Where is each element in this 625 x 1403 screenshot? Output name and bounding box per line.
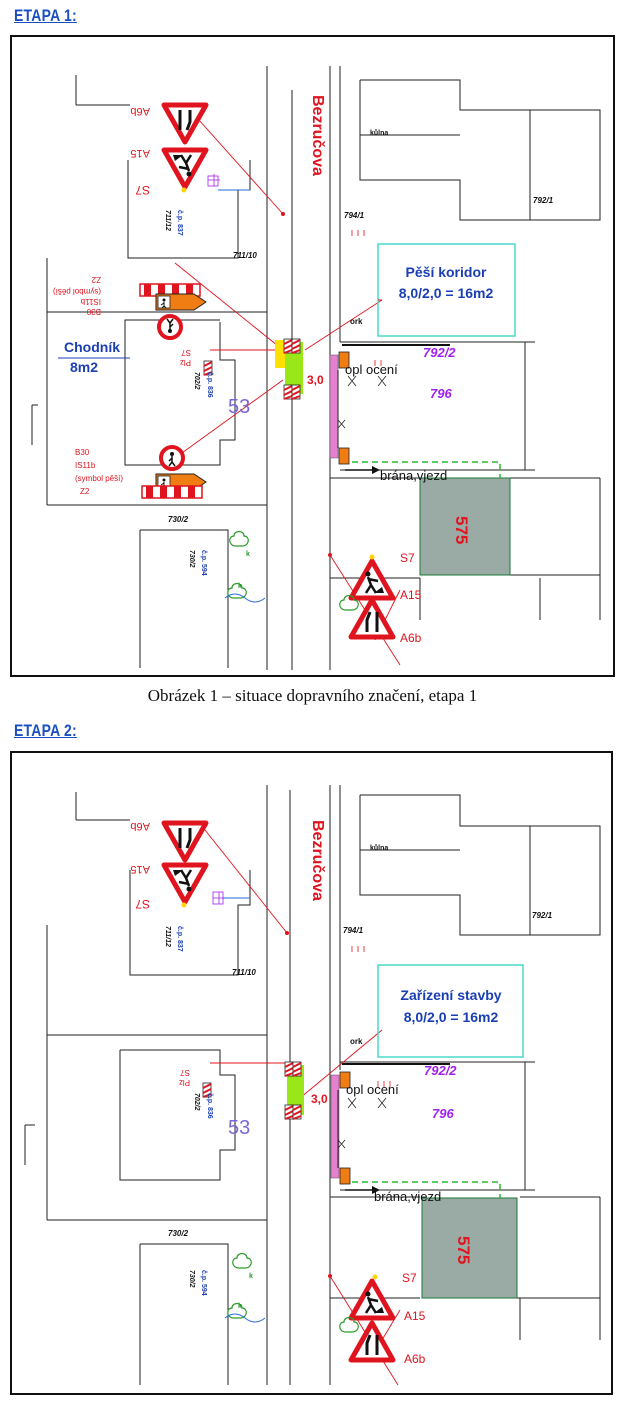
stage1-fence-label: opl ocení [345, 362, 398, 377]
stage1-parcel-796: 796 [430, 386, 452, 401]
stage1-sign-s7-right-label: S7 [400, 551, 415, 565]
stage2-parcel-730-2: 730/2 [168, 1229, 189, 1238]
stage1-sidewalk-line2: 8m2 [70, 359, 98, 375]
stage1-is11b-top: IS11b [80, 297, 101, 306]
stage1-tree-k2: k [238, 583, 242, 590]
stage1-green-zone [285, 342, 303, 394]
stage1-house-number: 53 [228, 396, 250, 418]
stage2-sign-a15-right-label: A15 [404, 1309, 426, 1323]
stage1-cp837: č.p. 837 [176, 210, 183, 236]
stage2-cp837-sub: 711/12 [164, 926, 171, 947]
stage1-caption: Obrázek 1 – situace dopravního značení, … [147, 686, 478, 705]
stage1-cp594-sub: 730/2 [188, 550, 195, 568]
stage2-parcel-792-2: 792/2 [424, 1063, 457, 1078]
stage2-house-number: 53 [228, 1117, 250, 1139]
stage1-b30-top-label: B30 [86, 307, 101, 316]
stage1-cp836-sub: 702/2 [193, 372, 200, 390]
stage2-sign-a6b-right-label: A6b [404, 1352, 426, 1366]
stage1-title: ETAPA 1: [14, 6, 77, 25]
stage1-z2-bottom: Z2 [80, 487, 90, 496]
stage1-frame [10, 35, 615, 677]
stage2-cp836: č.p. 836 [206, 1093, 213, 1119]
stage2-dimension: 3,0 [311, 1092, 328, 1106]
stage2-cp837: č.p. 837 [176, 926, 183, 952]
stage1-arrow-top [155, 293, 207, 311]
stage1-barrier-bottom [141, 485, 203, 499]
stage2-tree-k2: k [238, 1303, 242, 1310]
stage1-b30-bottom [159, 445, 185, 471]
stage1-box-line2: 8,0/2,0 = 16m2 [399, 285, 494, 301]
stage1-z2-top: Z2 [91, 275, 101, 284]
stage1-sidewalk-line1: Chodník [64, 339, 120, 355]
stage2-box [377, 964, 524, 1058]
stage2-gate-label: brána,vjezd [374, 1189, 441, 1204]
stage2-parcel-711-10: 711/10 [232, 968, 256, 977]
stage1-parcel-792-2: 792/2 [423, 345, 456, 360]
stage1-plan: Bezručova Pěší koridor 8,0/2,0 = 16m2 Ch… [10, 35, 615, 677]
stage2-green-zone [287, 1065, 304, 1115]
stage1-parcel-792-1: 792/1 [533, 196, 554, 205]
stage1-symbol-top: (symbol pěší) [53, 287, 101, 296]
stage1-cp837-sub: 711/12 [164, 210, 171, 231]
stage1-sign-a15-right-label: A15 [400, 588, 422, 602]
stage1-is11b-bottom: IS11b [75, 461, 96, 470]
stage2-building-575-label: 575 [454, 1236, 473, 1264]
stage1-parcel-711-10: 711/10 [233, 251, 257, 260]
stage2-building-575 [421, 1197, 518, 1299]
stage1-s7-small: S7 [181, 348, 191, 357]
stage1-sign-a6b-left-label: A6b [130, 105, 150, 117]
stage1-cp594: č.p. 594 [200, 550, 207, 576]
stage2-cp836-sub: 702/2 [193, 1093, 200, 1111]
stage1-street-label: Bezručova [309, 95, 326, 176]
stage1-dimension: 3,0 [307, 373, 324, 387]
stage1-ork: ork [350, 317, 363, 326]
stage1-b30-bottom-label: B30 [75, 448, 90, 457]
stage2-plz: Plz [179, 1078, 190, 1087]
stage1-cp836: č.p. 836 [206, 372, 213, 398]
stage2-street-label: Bezručova [309, 820, 326, 901]
stage2-parcel-796: 796 [432, 1106, 454, 1121]
stage2-sign-a15-left-label: A15 [130, 863, 150, 875]
stage2-sign-s7-right-label: S7 [402, 1271, 417, 1285]
stage1-kolna: kůlna [370, 129, 388, 137]
stage2-s7-small: S7 [180, 1068, 190, 1077]
stage2-sign-a6b-left-label: A6b [130, 820, 150, 832]
stage1-yellow-zone [275, 340, 286, 368]
stage1-tree-k1: k [246, 551, 250, 558]
stage2-plan: Bezručova Zařízení stavby 8,0/2,0 = 16m2… [10, 751, 613, 1395]
stage1-building-575 [419, 477, 511, 576]
stage2-box-line1: Zařízení stavby [400, 987, 501, 1003]
stage2-sign-s7-left-label: S7 [135, 897, 150, 911]
stage1-plz: Plz [180, 358, 191, 367]
stage1-sign-a6b-right-label: A6b [400, 631, 422, 645]
stage2-parcel-792-1: 792/1 [532, 911, 553, 920]
stage1-pink-zone [329, 354, 339, 459]
stage2-box-line2: 8,0/2,0 = 16m2 [404, 1009, 499, 1025]
stage2-tree-k1: k [249, 1273, 253, 1280]
stage1-parcel-794-1: 794/1 [344, 211, 365, 220]
stage1-symbol-bottom: (symbol pěší) [75, 474, 123, 483]
stage1-sign-a15-left-label: A15 [130, 147, 150, 159]
stage1-building-575-label: 575 [452, 516, 471, 544]
stage2-cp594: č.p. 594 [200, 1270, 207, 1296]
stage2-parcel-794-1: 794/1 [343, 926, 364, 935]
stage1-box [377, 243, 516, 337]
stage2-ork: ork [350, 1037, 363, 1046]
stage2-kolna: kůlna [370, 844, 388, 852]
stage2-fence-label: opl ocení [346, 1082, 399, 1097]
stage2-pink-zone [330, 1074, 340, 1179]
stage2-title: ETAPA 2: [14, 721, 77, 740]
stage1-parcel-730-2: 730/2 [168, 515, 189, 524]
stage1-sign-s7-left-label: S7 [135, 183, 150, 197]
stage2-cp594-sub: 730/2 [188, 1270, 195, 1288]
stage1-gate-label: brána,vjezd [380, 468, 447, 483]
stage1-b30-top [157, 314, 183, 340]
stage1-box-line1: Pěší koridor [406, 264, 487, 280]
